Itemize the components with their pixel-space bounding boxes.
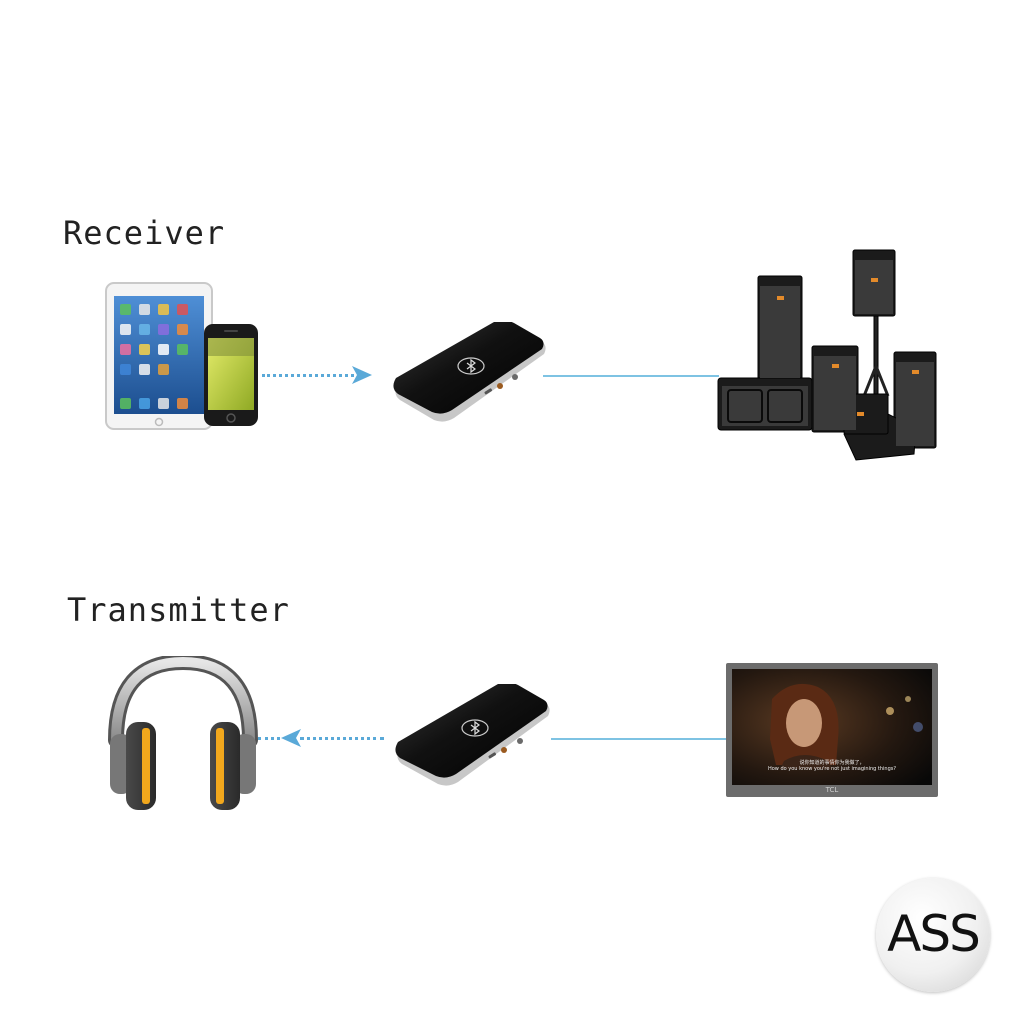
watermark-logo: ASS bbox=[876, 878, 990, 992]
arrow-left-icon bbox=[281, 729, 301, 747]
transmitter-label: Transmitter bbox=[67, 591, 290, 629]
tv-subtitle: 说你知道的事情你为我做了， How do you know you're not… bbox=[732, 760, 932, 772]
receiver-input-link bbox=[262, 374, 354, 377]
television-icon: 说你知道的事情你为我做了， How do you know you're not… bbox=[726, 663, 938, 797]
arrow-right-icon bbox=[352, 366, 372, 384]
speaker-system-icon bbox=[716, 246, 940, 462]
watermark-text: ASS bbox=[876, 906, 990, 962]
transmitter-output-link-tail bbox=[258, 737, 280, 740]
tv-subtitle-line2: How do you know you're not just imaginin… bbox=[732, 766, 932, 772]
receiver-label: Receiver bbox=[63, 214, 225, 252]
headphones-icon bbox=[104, 656, 262, 816]
phone-icon bbox=[203, 323, 259, 427]
transmitter-input-link bbox=[551, 738, 727, 740]
tablet-icon bbox=[105, 282, 213, 430]
receiver-output-link bbox=[543, 375, 719, 377]
bluetooth-adapter-icon bbox=[394, 684, 554, 790]
bluetooth-adapter-icon bbox=[392, 322, 548, 426]
transmitter-output-link bbox=[300, 737, 384, 740]
tv-brand: TCL bbox=[726, 786, 938, 795]
